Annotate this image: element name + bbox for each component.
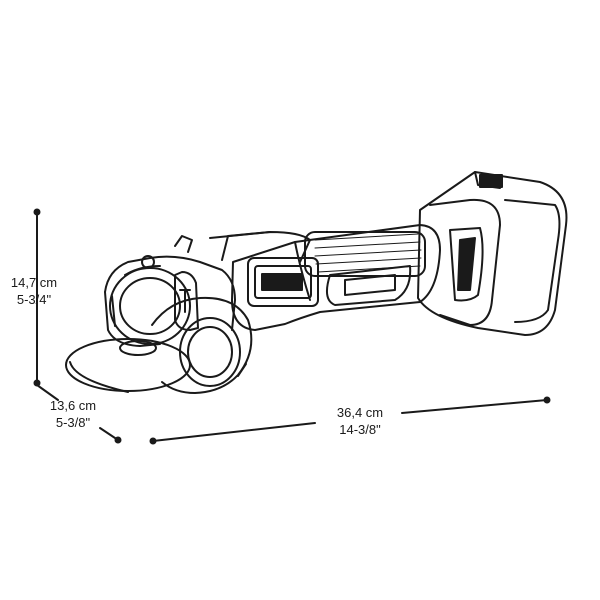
depth-dimension-line [36, 384, 122, 444]
side-handle [174, 271, 241, 387]
depth-imperial: 5-3/8" [55, 415, 91, 430]
grinding-disc [65, 338, 191, 393]
depth-label: 13,6 cm 5-3/8" [38, 397, 108, 431]
length-label: 36,4 cm 14-3/8" [320, 404, 400, 438]
gear-head [104, 255, 236, 347]
length-metric: 36,4 cm [336, 405, 384, 420]
motor-housing [174, 224, 441, 331]
height-label: 14,7 cm 5-3/4" [3, 274, 65, 308]
height-imperial: 5-3/4" [16, 292, 52, 307]
height-metric: 14,7 cm [10, 275, 58, 290]
length-imperial: 14-3/8" [339, 422, 381, 437]
depth-metric: 13,6 cm [49, 398, 97, 413]
length-dimension-line [149, 396, 551, 445]
height-dimension-line [33, 208, 41, 387]
wheel-guard [151, 296, 253, 394]
battery-pack [417, 171, 568, 336]
